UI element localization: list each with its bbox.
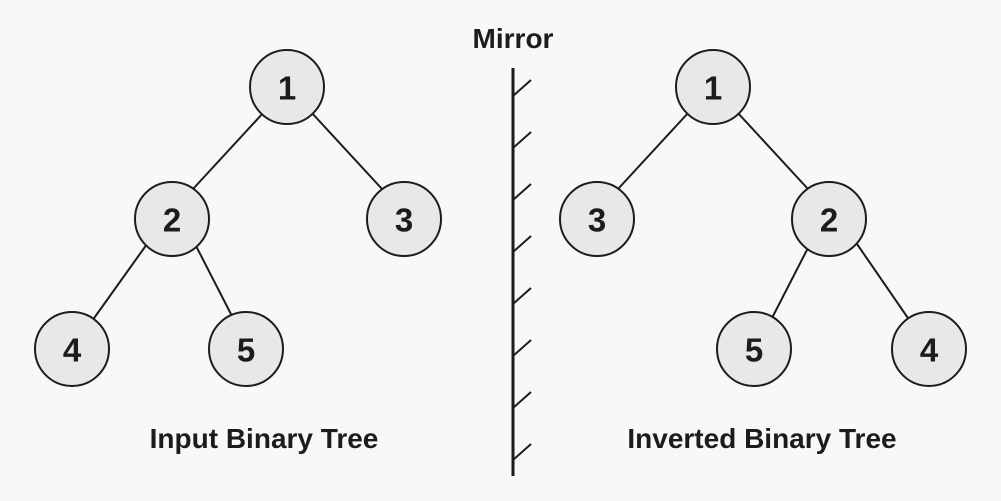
edge-2-4	[91, 243, 148, 322]
tree-node: 5	[208, 311, 284, 387]
input-tree: 1 2 3 4 5 Input Binary Tree	[34, 49, 442, 454]
tree-node: 4	[34, 311, 110, 387]
tree-node: 4	[891, 311, 967, 387]
mirror-hatch	[512, 183, 532, 201]
node-label: 1	[278, 70, 296, 107]
tree-node: 2	[791, 181, 867, 257]
node-label: 4	[63, 332, 82, 369]
node-label: 2	[820, 202, 838, 239]
edge-1-3	[617, 111, 690, 190]
mirror-hatch	[512, 79, 532, 97]
tree-node: 1	[249, 49, 325, 125]
node-label: 3	[395, 202, 413, 239]
tree-node: 1	[675, 49, 751, 125]
tree-node: 3	[366, 181, 442, 257]
mirror-hatch	[512, 287, 532, 305]
node-label: 5	[745, 332, 763, 369]
mirror-hatch	[512, 391, 532, 409]
edge-1-3	[310, 111, 383, 190]
mirror-hatch	[512, 235, 532, 253]
tree-node: 3	[559, 181, 635, 257]
mirror-title: Mirror	[473, 23, 554, 54]
inverted-tree-caption: Inverted Binary Tree	[627, 423, 896, 454]
edge-1-2	[736, 111, 809, 190]
input-tree-caption: Input Binary Tree	[150, 423, 379, 454]
node-label: 3	[588, 202, 606, 239]
tree-node: 5	[716, 311, 792, 387]
node-label: 5	[237, 332, 255, 369]
mirror-hatch	[512, 131, 532, 149]
node-label: 4	[920, 332, 939, 369]
node-label: 1	[704, 70, 722, 107]
node-label: 2	[163, 202, 181, 239]
inverted-tree: 1 3 2 5 4 Inverted Binary Tree	[559, 49, 967, 454]
mirror-hatches	[512, 79, 532, 461]
edge-2-5	[194, 243, 234, 319]
mirror	[511, 68, 532, 476]
edge-2-4	[856, 243, 911, 322]
tree-node: 2	[134, 181, 210, 257]
mirror-hatch	[512, 339, 532, 357]
edge-1-2	[192, 111, 265, 190]
mirror-hatch	[512, 443, 532, 461]
edge-2-5	[771, 243, 811, 319]
